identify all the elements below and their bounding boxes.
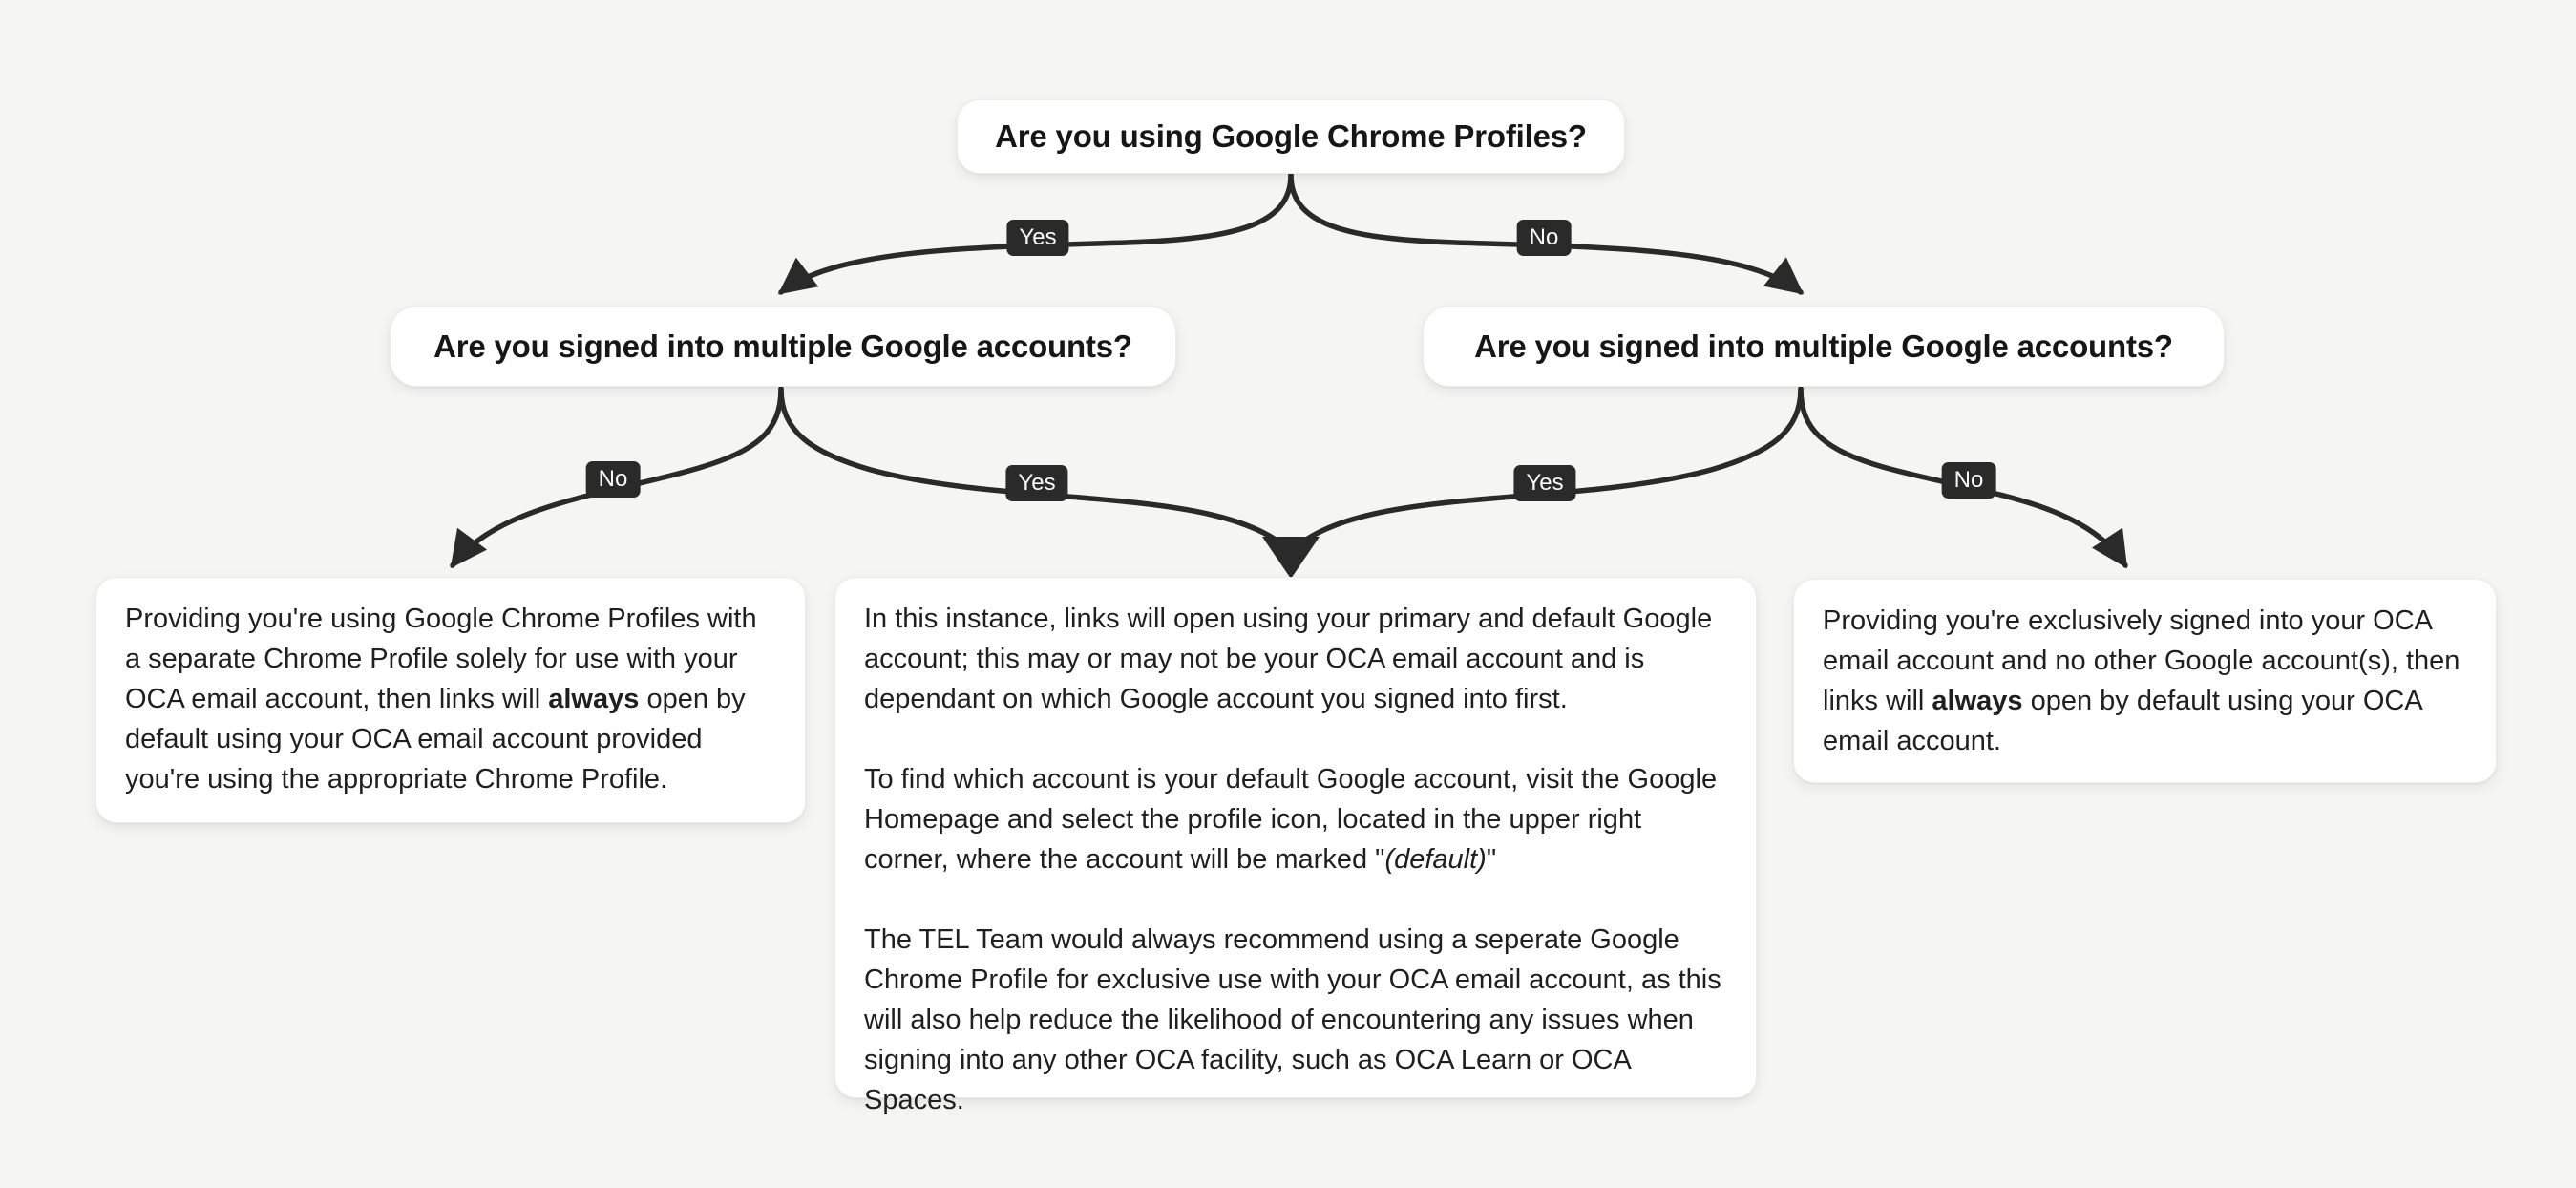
leaf-middle-paragraph-3: The TEL Team would always recommend usin… — [864, 924, 1721, 1115]
leaf-right-text-bold: always — [1932, 686, 2023, 716]
right-question-node: Are you signed into multiple Google acco… — [1423, 306, 2225, 387]
edge-label-root-no: No — [1516, 220, 1572, 256]
leaf-middle-paragraph-1: In this instance, links will open using … — [864, 604, 1713, 714]
leaf-middle-p2-suffix: " — [1486, 844, 1497, 875]
left-question-node: Are you signed into multiple Google acco… — [390, 306, 1176, 387]
edge-label-root-yes: Yes — [1006, 220, 1069, 256]
edge-label-left-no: No — [585, 461, 641, 498]
leaf-middle-p2-prefix: To find which account is your default Go… — [864, 764, 1718, 875]
leaf-left-text-bold: always — [548, 684, 640, 714]
leaf-middle-p2-italic: (default) — [1384, 844, 1487, 875]
leaf-right-text-suffix: open by default using your OCA email acc… — [1823, 686, 2422, 756]
root-question-node: Are you using Google Chrome Profiles? — [957, 99, 1625, 174]
root-question-text: Are you using Google Chrome Profiles? — [995, 118, 1587, 154]
edge-label-left-yes: Yes — [1005, 465, 1068, 501]
leaf-middle-answer: In this instance, links will open using … — [834, 577, 1757, 1115]
right-question-text: Are you signed into multiple Google acco… — [1474, 328, 2173, 364]
leaf-right-paragraph: Providing you're exclusively signed into… — [1823, 601, 2467, 761]
edge-label-right-yes: Yes — [1513, 465, 1576, 501]
merged-arrowhead-icon — [1262, 537, 1320, 579]
leaf-left-paragraph: Providing you're using Google Chrome Pro… — [125, 599, 776, 799]
leaf-left-text-suffix: open by default using your OCA email acc… — [125, 684, 746, 795]
leaf-right-answer: Providing you're exclusively signed into… — [1793, 579, 2497, 783]
leaf-left-answer: Providing you're using Google Chrome Pro… — [95, 577, 806, 823]
leaf-middle-paragraph-2: To find which account is your default Go… — [864, 759, 1727, 880]
leaf-left-text-prefix: Providing you're using Google Chrome Pro… — [125, 604, 757, 714]
leaf-right-text-prefix: Providing you're exclusively signed into… — [1823, 605, 2460, 716]
edge-label-right-no: No — [1941, 462, 1996, 499]
left-question-text: Are you signed into multiple Google acco… — [433, 328, 1132, 364]
